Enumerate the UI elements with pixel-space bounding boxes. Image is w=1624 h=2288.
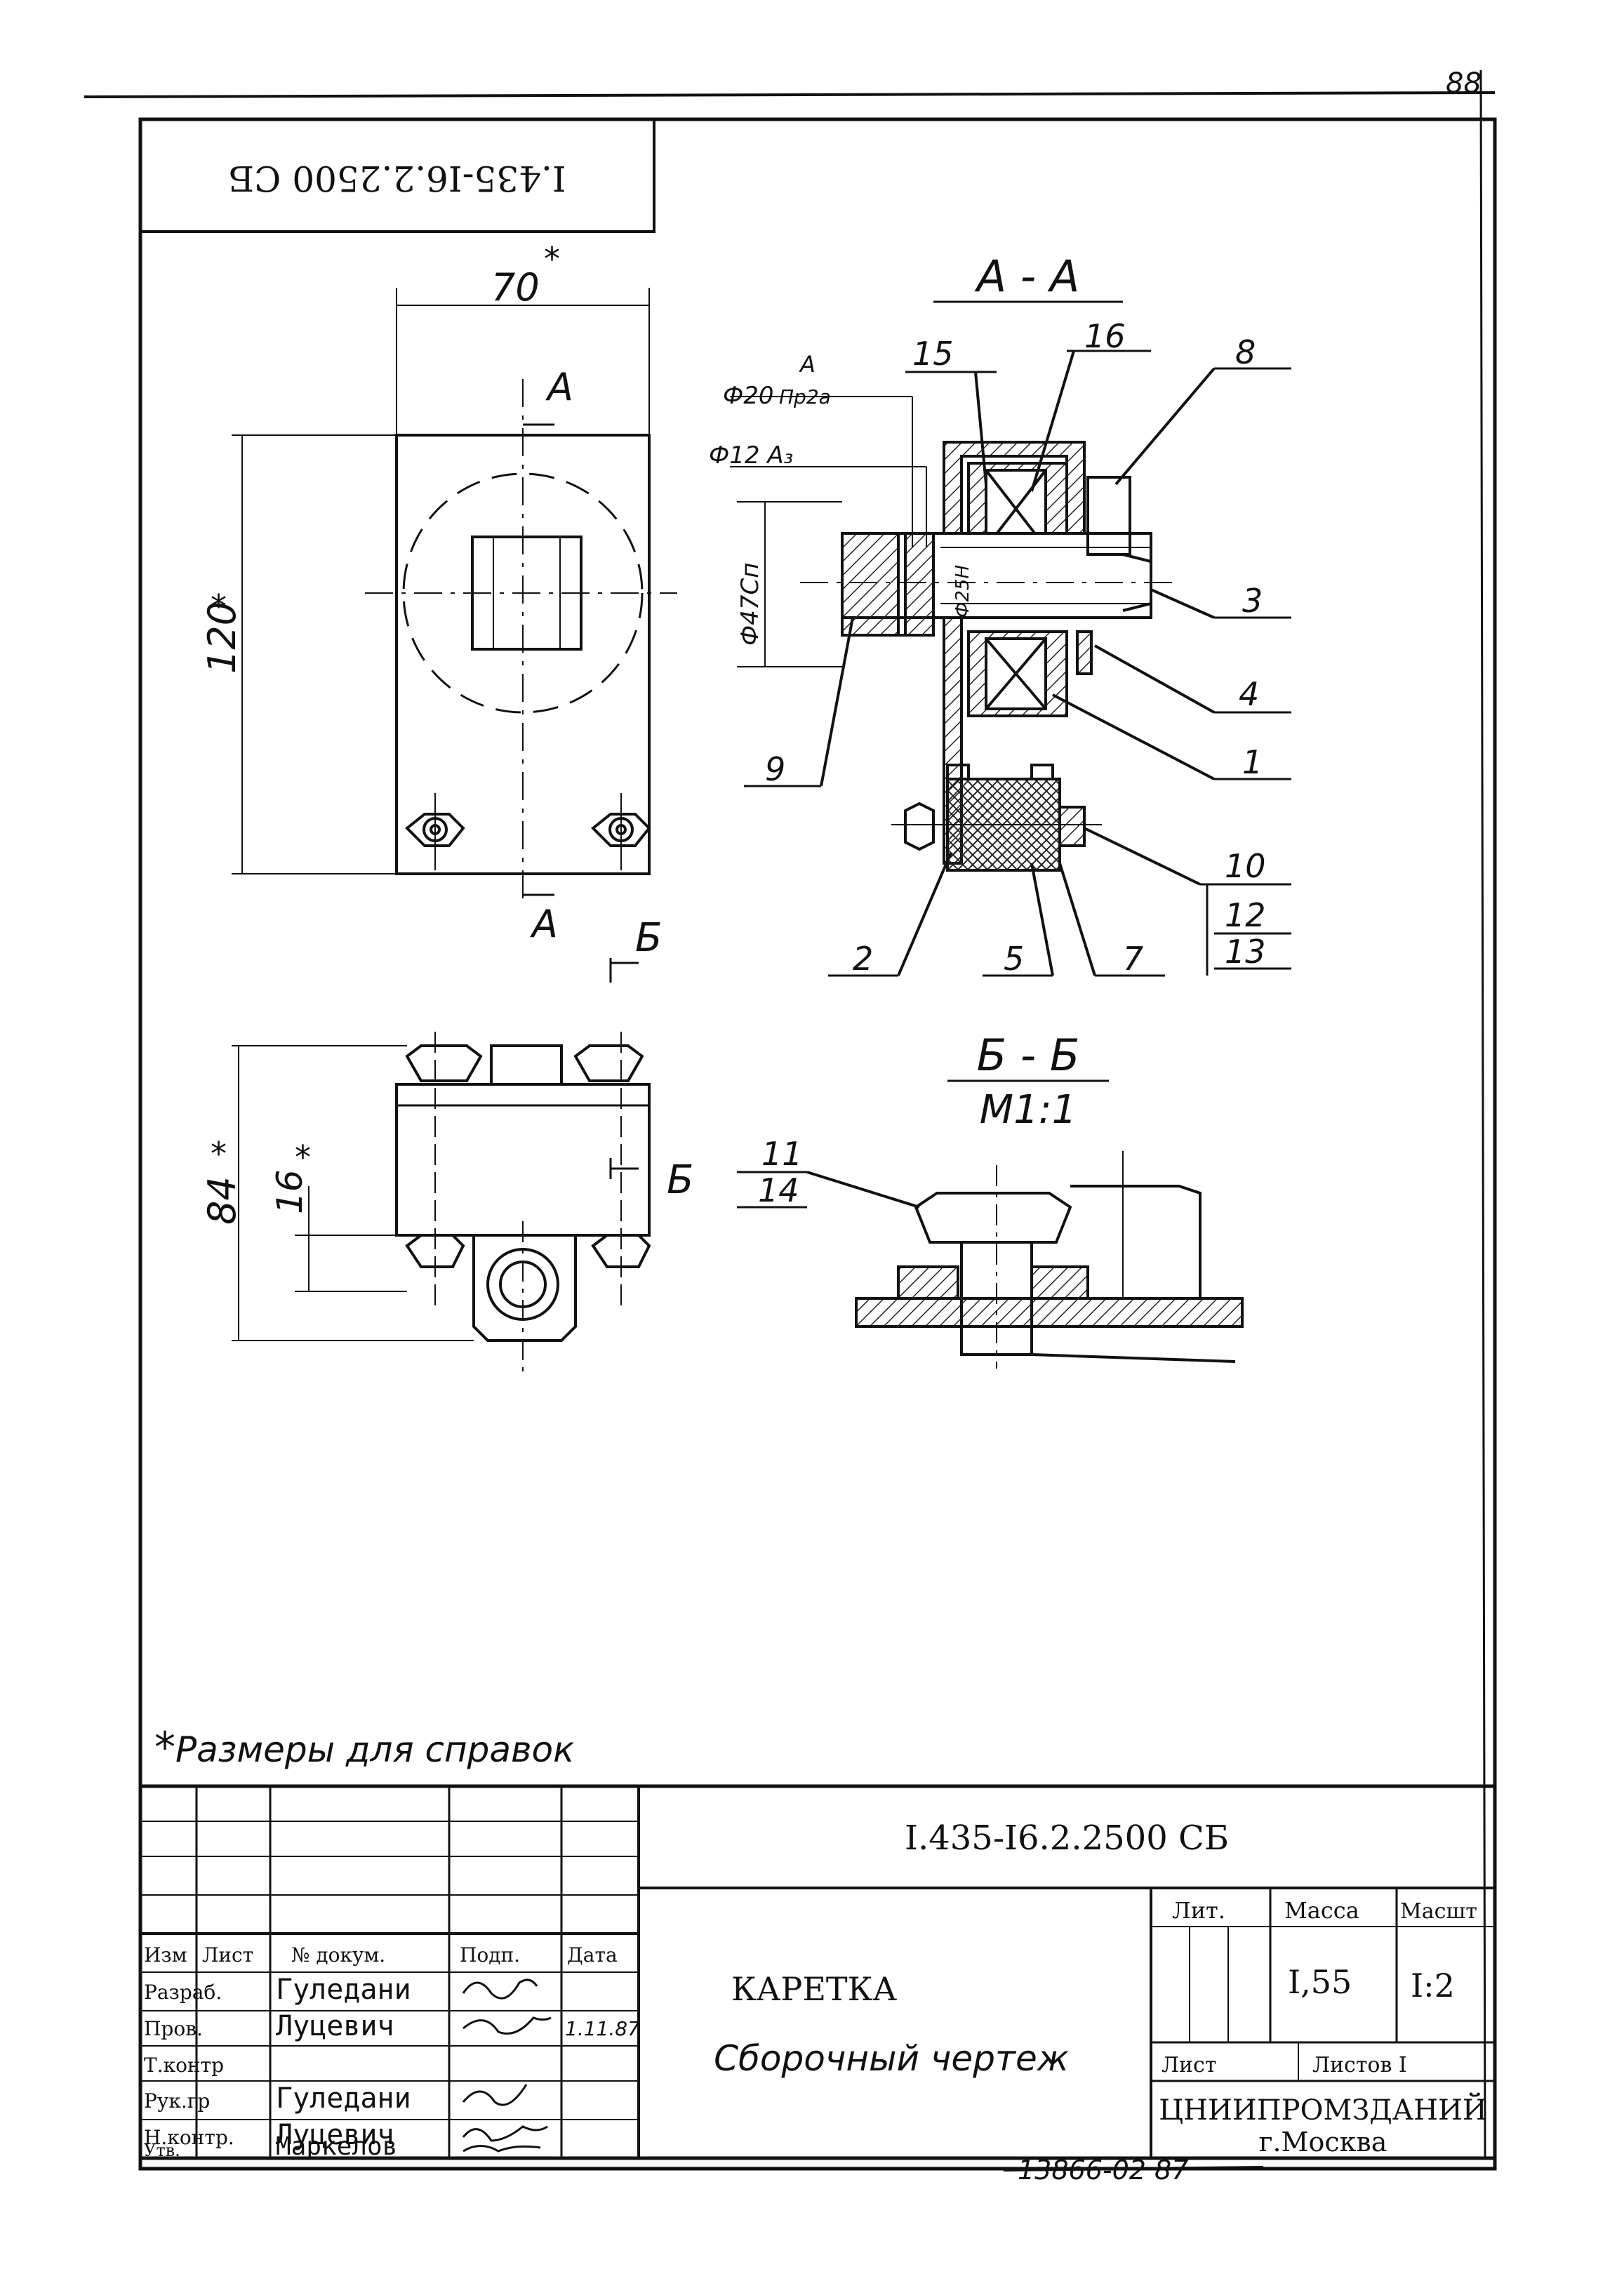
role-checker: Пров. [144,2017,203,2040]
callout-7: 7 [1123,940,1143,978]
callout-3: 3 [1242,582,1263,620]
mass-label: Масса [1284,1897,1359,1924]
city: г.Москва [1259,2127,1387,2157]
col-doc-no: № докум. [291,1943,385,1967]
name-developer: Гуледани [276,1974,411,2006]
dim-height-84: 84 [200,1176,244,1225]
col-date: Дата [567,1943,618,1967]
section-bb-scale: М1:1 [980,1087,1077,1133]
section-bb-title: Б - Б [977,1030,1080,1081]
lit-label: Лит. [1172,1897,1225,1924]
mass-value: I,55 [1288,1963,1352,2001]
col-list: Лист [202,1943,253,1967]
name-checker: Луцевич [276,2010,394,2042]
dim-16: 16 [269,1169,310,1214]
role-approved: Утв. [144,2141,180,2160]
scale-value: I:2 [1411,1967,1455,2004]
callout-5: 5 [1004,940,1024,978]
side-view [232,958,651,1376]
doc-type: Сборочный чертеж [714,2038,1069,2079]
scale-label: Масшт [1400,1899,1477,1924]
role-norm-control: Н.контр. [144,2126,234,2149]
dim-84-star: * [211,1135,227,1173]
dim-width-70: 70 [491,265,540,310]
dim-phi20-fit-top: А [799,351,816,378]
rotated-doc-code: I.435-I6.2.2500 СБ [228,158,566,199]
sheet-label: Лист [1162,2053,1216,2077]
date-entry: 1.11.87 [565,2017,640,2040]
callout-13: 13 [1225,933,1266,971]
callout-12: 12 [1225,896,1266,934]
name-approved: Маркелов [276,2132,397,2161]
footnote-reference-dims: *Размеры для справок [154,1723,574,1772]
page-number: 88 [1446,67,1482,100]
section-aa-title: А - А [974,251,1080,302]
dim-phi20-fit-bottom: Пр2а [779,385,831,408]
callout-14: 14 [758,1171,799,1209]
role-tech-control: Т.контр [144,2054,224,2077]
organization: ЦНИИПРОМЗДАНИЙ [1159,2093,1486,2127]
section-b-top-label: Б [635,915,662,961]
dim-height-star: * [211,587,227,625]
front-view [232,288,677,905]
signatures [462,1978,552,2153]
title-block [138,1784,1497,2160]
callout-16: 16 [1084,317,1126,355]
section-aa-view [730,300,1291,977]
callout-15: 15 [912,335,954,373]
dim-phi47: Ф47Сп [736,562,764,646]
callout-2: 2 [853,940,873,978]
sheet-frame [84,69,1497,2171]
archive-underline [1003,2166,1264,2171]
dim-16-star: * [295,1138,311,1176]
sheets-label: Листов I [1312,2053,1407,2077]
product-name: КАРЕТКА [731,1970,897,2008]
callout-10: 10 [1225,847,1266,885]
dim-phi12: Ф12 А₃ [709,441,793,470]
dim-phi25: Ф25Н [952,565,973,618]
col-izm: Изм [144,1943,187,1967]
role-developer: Разраб. [144,1981,222,2004]
callout-8: 8 [1235,333,1256,371]
callout-11: 11 [761,1135,803,1173]
name-norm-control: Луцевич [276,2119,394,2151]
dim-width-star: * [544,240,560,278]
name-group-lead: Гуледани [276,2082,411,2115]
callout-4: 4 [1239,675,1259,713]
section-a-bottom-label: А [530,902,558,946]
section-bb-view [737,1079,1244,1369]
role-group-lead: Рук.гр [144,2089,210,2113]
callout-1: 1 [1242,743,1263,781]
section-b-bottom-label: Б [667,1157,693,1203]
rotated-code-box: I.435-I6.2.2500 СБ [139,118,655,233]
dim-height-120: 120 [200,601,244,674]
dim-phi20: Ф20 [723,382,774,410]
section-a-top-label: А [545,365,573,409]
col-sign: Подп. [460,1943,520,1967]
designation: I.435-I6.2.2500 СБ [905,1818,1229,1858]
callout-9: 9 [765,750,785,788]
